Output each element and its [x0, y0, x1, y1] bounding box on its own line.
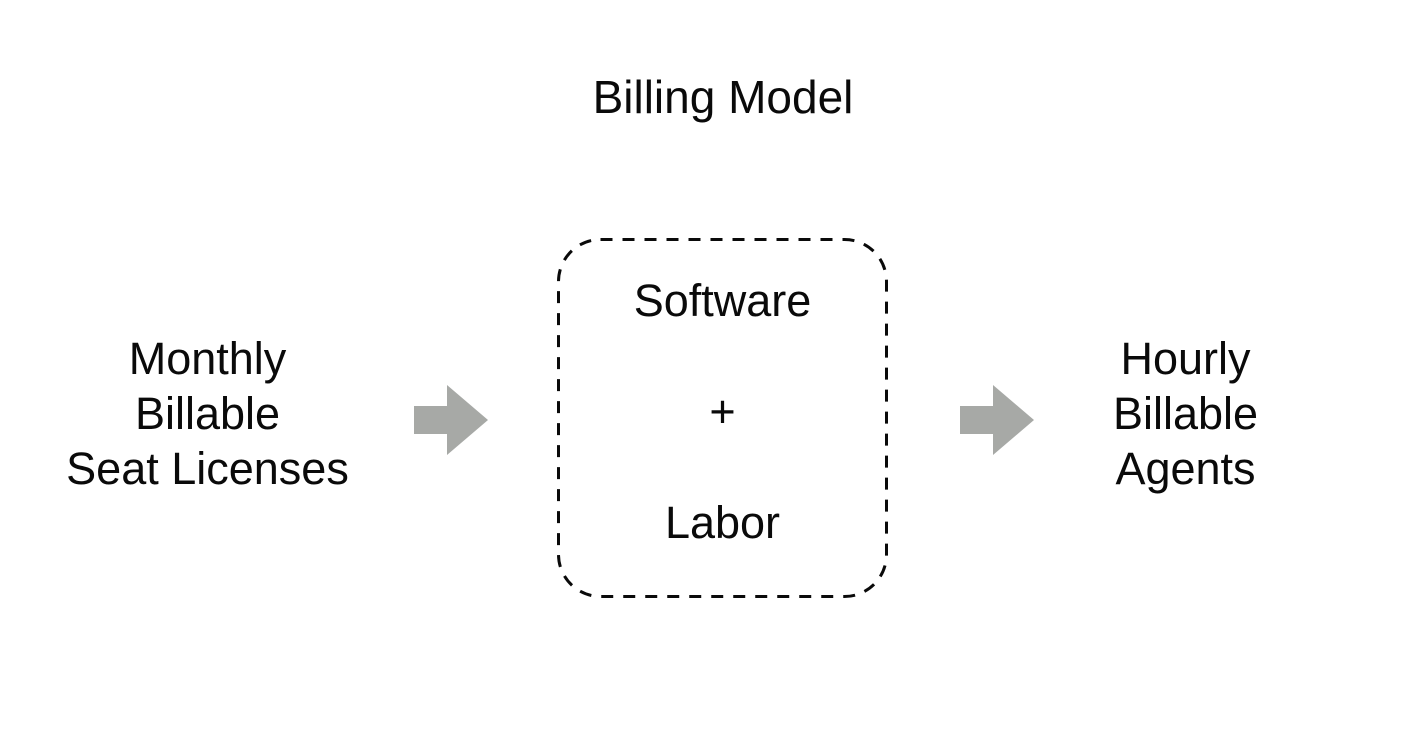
plus-sign: + — [709, 386, 736, 437]
arrow-right-shape — [414, 385, 488, 455]
arrow-right-icon — [414, 385, 488, 455]
left-label-line-3: Seat Licenses — [66, 443, 349, 494]
right-label-line-2: Billable — [1112, 388, 1259, 439]
dashed-border — [557, 238, 888, 598]
left-label-line-2: Billable — [134, 388, 281, 439]
arrow-right-shape — [960, 385, 1034, 455]
arrow-right-icon — [960, 385, 1034, 455]
box-line-labor: Labor — [664, 497, 781, 548]
billing-components-content: Software + Labor — [557, 238, 888, 598]
box-line-software: Software — [633, 275, 812, 326]
billing-components-box: Software + Labor — [557, 238, 888, 598]
left-label-line-1: Monthly — [128, 333, 287, 384]
right-label-line-1: Hourly — [1120, 333, 1251, 384]
left-label: Monthly Billable Seat Licenses — [30, 331, 385, 496]
right-label: Hourly Billable Agents — [1008, 331, 1363, 496]
diagram-title: Billing Model — [592, 71, 854, 123]
dashed-border-rect — [557, 238, 888, 598]
right-label-line-3: Agents — [1115, 443, 1256, 494]
